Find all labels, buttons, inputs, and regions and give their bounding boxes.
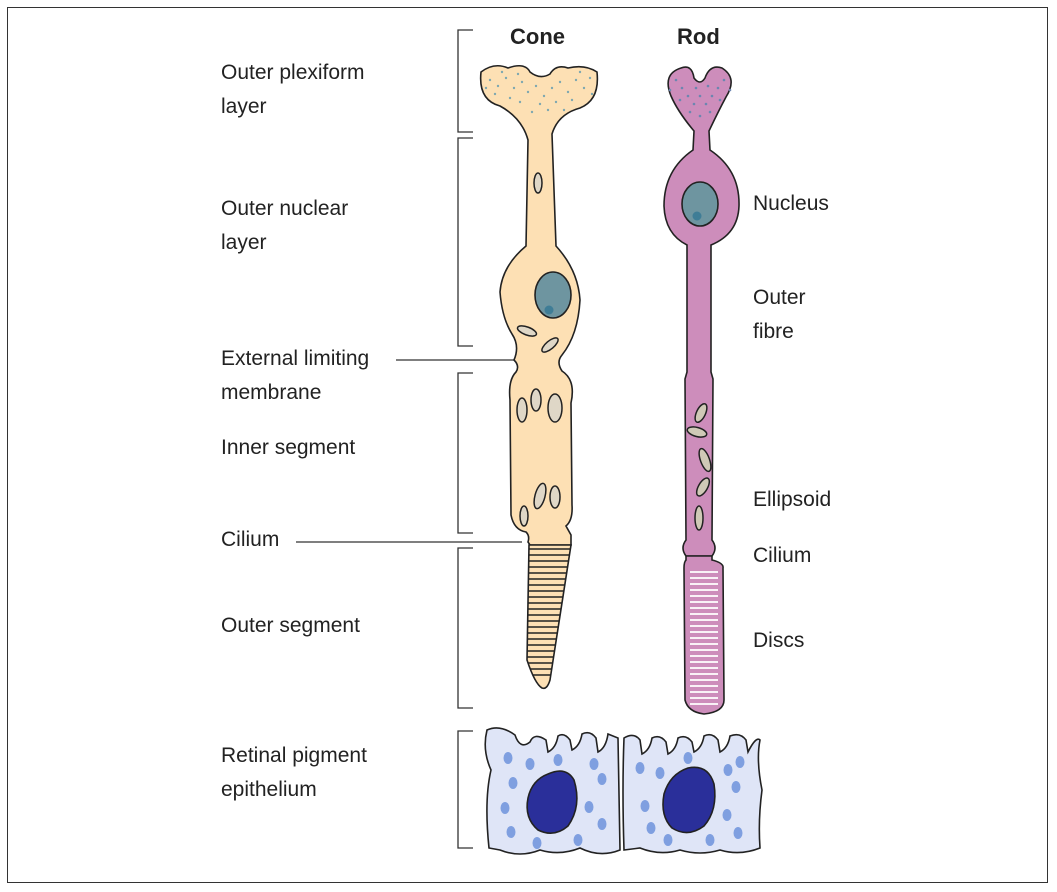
rod-nucleus [681, 181, 719, 227]
label-outer-plexiform-line1: Outer plexiform [221, 61, 365, 84]
label-ellipsoid: Ellipsoid [753, 488, 832, 511]
cone-mitochondria [516, 172, 563, 527]
rpe-nucleus-left [526, 770, 578, 834]
label-cilium-left: Cilium [221, 528, 280, 551]
label-outer-plexiform-line2: layer [221, 95, 267, 118]
label-outer-fibre-line1: Outer [753, 286, 806, 309]
cone-cell [479, 64, 599, 690]
cone-heading: Cone [510, 24, 565, 49]
bracket-outer-segment [457, 547, 473, 709]
rod-cell [663, 66, 740, 715]
label-outer-segment: Outer segment [221, 614, 360, 637]
rpe-nucleus-right [662, 766, 716, 834]
bracket-inner-segment [457, 372, 473, 534]
rod-outer-segment [683, 555, 725, 715]
rod-heading: Rod [677, 24, 720, 49]
label-outer-nuclear-line2: layer [221, 231, 267, 254]
cone-discs [527, 548, 571, 676]
cone-outer-segment [526, 544, 572, 690]
rod-nucleolus [692, 211, 702, 221]
cone-synaptic-stipple [484, 70, 594, 114]
cone-nucleolus [544, 305, 554, 315]
label-outer-fibre-line2: fibre [753, 320, 794, 343]
label-cilium-right: Cilium [753, 544, 812, 567]
rod-synaptic-stipple [668, 78, 732, 118]
label-nucleus: Nucleus [753, 192, 829, 215]
layer-brackets [457, 29, 473, 849]
label-external-limiting-line1: External limiting [221, 347, 370, 370]
bracket-rpe [457, 730, 473, 849]
rpe-granules [500, 752, 745, 849]
rod-mitochondria [686, 402, 712, 531]
label-discs: Discs [753, 629, 805, 652]
cone-nucleus [534, 271, 572, 319]
bracket-outer-nuclear [457, 137, 473, 347]
label-outer-nuclear-line1: Outer nuclear [221, 197, 349, 220]
rpe-cells [484, 727, 763, 855]
label-rpe-line2: epithelium [221, 778, 317, 801]
label-rpe-line1: Retinal pigment [221, 744, 367, 767]
bracket-outer-plexiform [457, 29, 473, 133]
label-inner-segment: Inner segment [221, 436, 356, 459]
leader-lines [296, 359, 522, 543]
rod-body [663, 66, 740, 557]
rod-discs [690, 571, 718, 705]
label-external-limiting-line2: membrane [221, 381, 322, 404]
